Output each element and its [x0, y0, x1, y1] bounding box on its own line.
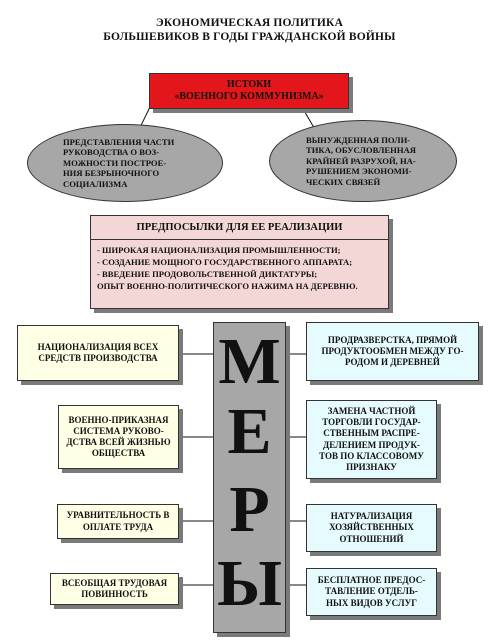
measure-left-4: ВСЕОБЩАЯ ТРУДОВАЯ ПОВИННОСТЬ [50, 573, 179, 605]
origin-left-line: РУКОВОДСТВА О ВОЗ- [63, 147, 160, 158]
measures-letter: М [218, 325, 281, 398]
page-title-line-1: ЭКОНОМИЧЕСКАЯ ПОЛИТИКА [155, 17, 344, 29]
prerequisites-header: ПРЕДПОСЫЛКИ ДЛЯ ЕЕ РЕАЛИЗАЦИИ [90, 215, 389, 240]
measure-text: ПОВИННОСТЬ [81, 589, 148, 599]
measure-text: ДСТВА ВСЕЙ ЖИЗНЬЮ [66, 437, 171, 447]
origins-line-1: ИСТОКИ [226, 78, 272, 90]
prerequisites-header-text: ПРЕДПОСЫЛКИ ДЛЯ ЕЕ РЕАЛИЗАЦИИ [136, 221, 343, 233]
measure-text: НАЦИОНАЛИЗАЦИЯ ВСЕХ [37, 341, 159, 352]
measure-text: УРАВНИТЕЛЬНОСТЬ В [66, 510, 170, 521]
measure-text: ПРОДРАЗВЕРСТКА, ПРЯМОЙ [327, 334, 458, 345]
prerequisite-item: - ШИРОКАЯ НАЦИОНАЛИЗАЦИЯ ПРОМЫШЛЕННОСТИ; [97, 245, 341, 255]
measures-pillar: М Е Р Ы [213, 322, 286, 633]
measure-text: ПРИЗНАКУ [346, 462, 397, 472]
measure-text: ОБЩЕСТВА [91, 448, 146, 459]
origin-right-line: КРАЙНЕЙ РАЗРУХОЙ, НА- [306, 155, 416, 166]
measure-text: ДЕЛЕНИЕМ ПРОДУК- [323, 439, 420, 450]
measure-text: СТВЕННЫМ РАСПРЕ- [323, 428, 420, 439]
measure-text: ТАВЛЕНИЕ ОТДЕЛЬ- [325, 586, 418, 597]
measure-text: НАТУРАЛИЗАЦИЯ [330, 511, 413, 522]
origin-right-line: ВЫНУЖДЕННАЯ ПОЛИ- [306, 134, 411, 145]
measures-letter: Е [227, 395, 272, 468]
measures-letter: Ы [217, 547, 282, 620]
origin-necessity-ellipse: ВЫНУЖДЕННАЯ ПОЛИ- ТИКА, ОБУСЛОВЛЕННАЯ КР… [269, 120, 457, 202]
origin-right-line: ТИКА, ОБУСЛОВЛЕННАЯ [306, 145, 416, 156]
measure-right-3: НАТУРАЛИЗАЦИЯ ХОЗЯЙСТВЕННЫХ ОТНОШЕНИЙ [306, 504, 437, 552]
prerequisite-item: - ВВЕДЕНИЕ ПРОДОВОЛЬСТВЕННОЙ ДИКТАТУРЫ; [97, 269, 318, 280]
measure-left-1: НАЦИОНАЛИЗАЦИЯ ВСЕХ СРЕДСТВ ПРОИЗВОДСТВА [17, 325, 179, 381]
measure-right-2: ЗАМЕНА ЧАСТНОЙ ТОРГОВЛИ ГОСУДАР- СТВЕННЫ… [306, 400, 437, 479]
measure-text: ВСЕОБЩАЯ ТРУДОВАЯ [61, 577, 168, 588]
measure-text: ХОЗЯЙСТВЕННЫХ [329, 522, 414, 533]
measure-text: ТОРГОВЛИ ГОСУДАР- [322, 417, 421, 427]
measure-right-4: БЕСПЛАТНОЕ ПРЕДОС- ТАВЛЕНИЕ ОТДЕЛЬ- НЫХ … [306, 568, 437, 616]
measure-text: ОПЛАТЕ ТРУДА [82, 521, 154, 532]
measures-letter: Р [229, 473, 270, 546]
origin-ideology-ellipse: ПРЕДСТАВЛЕНИЯ ЧАСТИ РУКОВОДСТВА О ВОЗ- М… [27, 124, 223, 202]
measure-text: СРЕДСТВ ПРОИЗВОДСТВА [38, 353, 158, 363]
measure-text: СИСТЕМА РУКОВО- [73, 425, 164, 436]
prerequisite-item: - СОЗДАНИЕ МОЩНОГО ГОСУДАРСТВЕННОГО АППА… [97, 257, 353, 268]
origin-right-line: РУШЕНИЕМ ЭКОНОМИ- [306, 166, 412, 177]
page-title-line-2: БОЛЬШЕВИКОВ В ГОДЫ ГРАЖДАНСКОЙ ВОЙНЫ [103, 31, 396, 43]
measure-text: БЕСПЛАТНОЕ ПРЕДОС- [317, 575, 426, 586]
origins-line-2: «ВОЕННОГО КОММУНИЗМА» [174, 91, 324, 102]
measure-left-2: ВОЕННО-ПРИКАЗНАЯ СИСТЕМА РУКОВО- ДСТВА В… [58, 405, 179, 469]
origin-right-line: ЧЕСКИХ СВЯЗЕЙ [306, 176, 381, 187]
origin-left-line: ПРЕДСТАВЛЕНИЯ ЧАСТИ [63, 136, 175, 147]
measure-text: РОДОМ И ДЕРЕВНЕЙ [345, 357, 440, 368]
prerequisite-item: ОПЫТ ВОЕННО-ПОЛИТИЧЕСКОГО НАЖИМА НА ДЕРЕ… [97, 281, 358, 292]
origin-left-line: НИЯ БЕЗРЫНОЧНОГО [63, 168, 160, 179]
measure-right-1: ПРОДРАЗВЕРСТКА, ПРЯМОЙ ПРОДУКТООБМЕН МЕЖ… [306, 322, 479, 381]
measure-text: ТОВ ПО КЛАССОВОМУ [319, 450, 424, 461]
prerequisites-list: - ШИРОКАЯ НАЦИОНАЛИЗАЦИЯ ПРОМЫШЛЕННОСТИ;… [90, 239, 389, 309]
origin-left-line: МОЖНОСТИ ПОСТРОЕ- [63, 157, 167, 168]
measure-text: ПРОДУКТООБМЕН МЕЖДУ ГО- [321, 345, 464, 356]
origins-box: ИСТОКИ «ВОЕННОГО КОММУНИЗМА» [149, 73, 349, 109]
measure-left-3: УРАВНИТЕЛЬНОСТЬ В ОПЛАТЕ ТРУДА [57, 504, 179, 539]
measure-text: НЫХ ВИДОВ УСЛУГ [326, 597, 417, 608]
origin-left-line: СОЦИАЛИЗМА [63, 178, 128, 189]
measure-text: ВОЕННО-ПРИКАЗНАЯ [68, 414, 169, 425]
measure-text: ОТНОШЕНИЙ [339, 533, 404, 544]
measure-text: ЗАМЕНА ЧАСТНОЙ [327, 405, 416, 416]
